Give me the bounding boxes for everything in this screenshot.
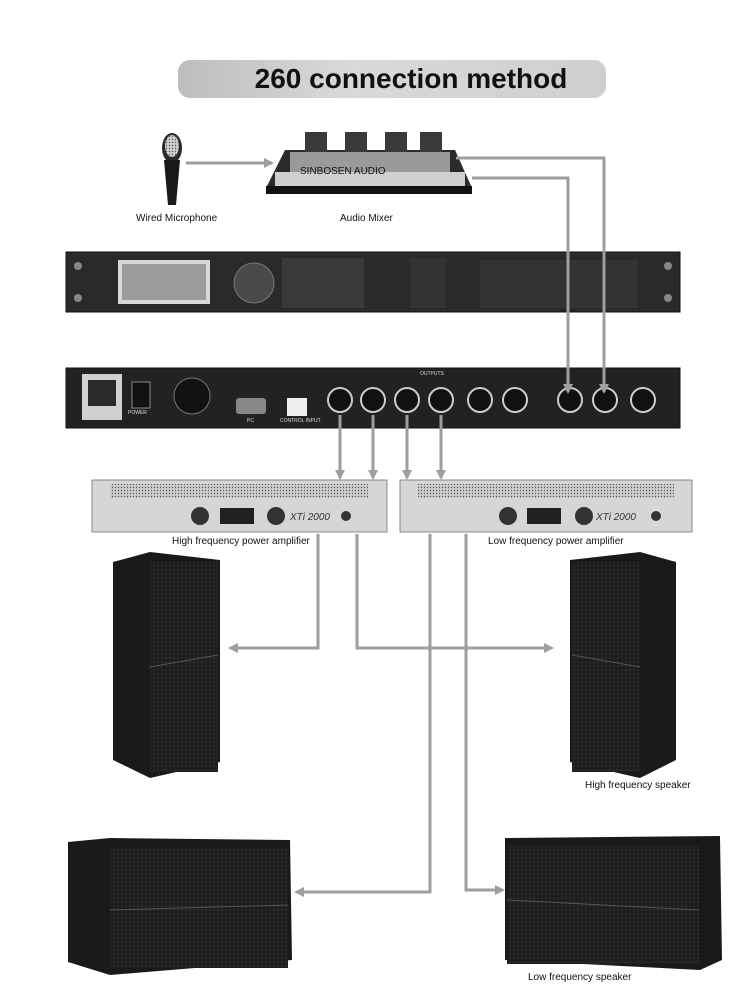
mixer-label: Audio Mixer [340, 213, 393, 224]
processor-front-panel [65, 251, 681, 313]
rear-pc-label: PC [247, 418, 254, 424]
amp-model-right: XTi 2000 [595, 512, 636, 523]
page-title: 260 connection method [254, 63, 568, 94]
low-frequency-amplifier [399, 479, 693, 533]
high-frequency-amplifier [91, 479, 388, 533]
cable-hf-right [355, 534, 554, 653]
hf-amp-label: High frequency power amplifier [172, 536, 310, 547]
low-frequency-speaker-left [68, 838, 292, 975]
high-frequency-speaker-left [113, 552, 220, 778]
cables [186, 156, 609, 897]
high-frequency-speaker-right [570, 552, 676, 778]
cable-hf-left [228, 534, 320, 653]
cable-mixer-to-input-b [456, 156, 609, 394]
cable-mixer-to-input-a [472, 176, 573, 394]
title-banner: 260 connection method [178, 60, 606, 98]
audio-mixer [266, 132, 472, 194]
rear-outputs-label: OUTPUTS [420, 371, 444, 377]
mixer-brand: SINBOSEN AUDIO [300, 166, 386, 177]
lf-amp-label: Low frequency power amplifier [488, 536, 624, 547]
rear-power-label: POWER [128, 410, 147, 416]
amp-model-left: XTi 2000 [289, 512, 330, 523]
cable-lf-left [294, 534, 432, 897]
low-frequency-speaker-right [505, 836, 722, 970]
lf-speaker-label: Low frequency speaker [528, 972, 632, 983]
microphone-label: Wired Microphone [136, 213, 218, 224]
wired-microphone [162, 133, 182, 205]
cable-lf-right [464, 534, 505, 895]
hf-speaker-label: High frequency speaker [585, 780, 691, 791]
rear-control-label: CONTROL INPUT [280, 418, 321, 424]
